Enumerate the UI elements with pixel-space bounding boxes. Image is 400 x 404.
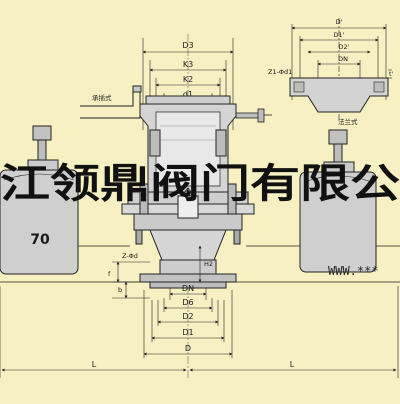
dim-D3: D3 — [182, 41, 193, 50]
dim-b: b — [118, 286, 122, 294]
dim-d1: d1 — [183, 90, 193, 99]
dim-H2: H2 — [204, 260, 213, 268]
dim-D: D — [185, 344, 191, 353]
dim-D1-prime: D1' — [334, 31, 345, 39]
valve-bonnet — [139, 95, 237, 193]
dim-f: f — [108, 270, 111, 278]
dim-L-right: L — [290, 360, 295, 369]
side-dimensions — [112, 245, 202, 299]
main-flange — [121, 183, 255, 245]
dim-flange-bolt-holes: Z1-Φd1 — [268, 68, 292, 76]
bonnet-bolt — [235, 108, 272, 123]
url-watermark: WWW.*** — [328, 264, 379, 278]
dim-L-left: L — [92, 360, 97, 369]
company-watermark: 江领鼎阀门有限公 — [0, 160, 400, 207]
dim-t-prime: t' — [389, 70, 394, 78]
label-flange-type: 法兰式 — [338, 117, 358, 126]
dim-D1: D1 — [182, 328, 193, 337]
dim-D2-prime: D2' — [339, 43, 350, 51]
right-float-assembly — [299, 129, 377, 273]
dim-bolt-holes: Z-Φd — [122, 252, 138, 260]
dim-D6: D6 — [182, 298, 193, 307]
dim-D-prime: D' — [336, 18, 343, 26]
bottom-dimensions — [0, 286, 399, 378]
dim-D2: D2 — [182, 312, 193, 321]
left-float-assembly — [0, 125, 79, 275]
dim-K3: K3 — [183, 60, 193, 69]
dim-DN-flange: DN — [338, 55, 348, 63]
socket-weld-connection — [80, 85, 142, 119]
valve-lower-body — [139, 229, 237, 289]
dim-K2: K2 — [183, 75, 193, 84]
label-socket-weld: 承插式 — [92, 93, 112, 102]
flange-detail — [289, 18, 392, 120]
dim-DN: DN — [182, 284, 194, 293]
float-number-label: 70 — [30, 232, 50, 248]
